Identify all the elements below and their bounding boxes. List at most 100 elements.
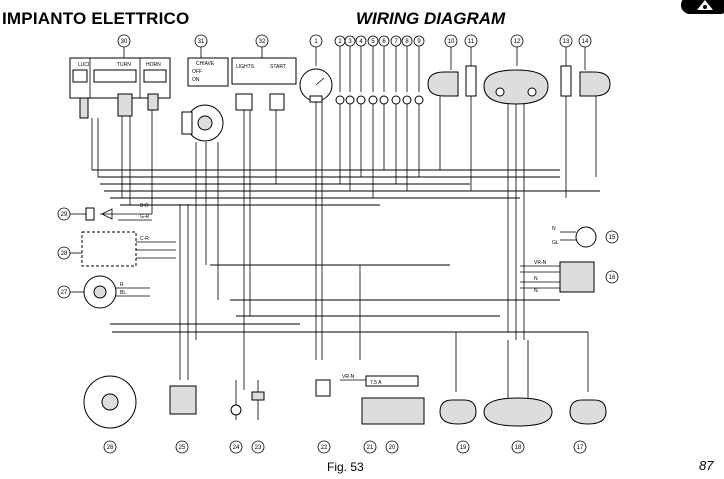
svg-text:N: N	[534, 276, 538, 282]
flywheel-26	[83, 375, 137, 429]
svg-text:ON: ON	[192, 77, 200, 83]
svg-text:N: N	[534, 288, 538, 294]
switch-22	[315, 379, 331, 397]
svg-text:LUCI: LUCI	[78, 62, 89, 68]
svg-text:6: 6	[382, 39, 386, 45]
bubble-12: 12	[510, 34, 524, 48]
svg-text:28: 28	[61, 251, 68, 257]
svg-text:29: 29	[61, 212, 68, 218]
svg-text:26: 26	[107, 445, 114, 451]
rear-turn-lamp-right-17	[569, 332, 607, 425]
svg-text:OFF: OFF	[192, 69, 202, 75]
svg-text:4: 4	[359, 39, 363, 45]
bubble-18: 18	[511, 440, 525, 454]
bubble-25: 25	[175, 440, 189, 454]
svg-text:2: 2	[338, 39, 342, 45]
svg-text:9: 9	[417, 39, 421, 45]
svg-text:N: N	[552, 226, 556, 232]
svg-text:25: 25	[179, 445, 186, 451]
rear-turn-lamp-left-19	[439, 332, 477, 425]
bubble-31: 31	[194, 34, 208, 48]
svg-text:30: 30	[121, 39, 128, 45]
bubble-7: 7	[390, 35, 402, 47]
svg-text:11: 11	[468, 39, 475, 45]
svg-text:C-R: C-R	[140, 236, 149, 242]
header-title-english: WIRING DIAGRAM	[356, 9, 506, 28]
bubble-14: 14	[578, 34, 592, 48]
alternator-27: R BL	[83, 275, 150, 309]
bubble-1: 1	[309, 34, 323, 48]
regulator-28: C-R	[81, 231, 176, 267]
svg-text:23: 23	[255, 445, 262, 451]
parking-lamp-11	[465, 65, 477, 97]
sensor-23	[251, 380, 265, 420]
figure-caption: Fig. 53	[327, 460, 364, 474]
lights-start-switch-32: LIGHTS START	[231, 57, 297, 111]
bubble-15: 15	[605, 230, 619, 244]
manufacturer-badge-icon	[681, 0, 724, 14]
bubble-30: 30	[117, 34, 131, 48]
bubble-9: 9	[413, 35, 425, 47]
component-bubbles-bottom: 26 25 24 23 22 21 20 19 18 17 15 16 29 2…	[57, 207, 619, 454]
diode-29: B-R G-R	[85, 203, 152, 221]
bubble-4: 4	[355, 35, 367, 47]
svg-text:G-R: G-R	[140, 214, 150, 220]
bubble-8: 8	[401, 35, 413, 47]
svg-text:7: 7	[394, 39, 398, 45]
tail-lamp-18	[483, 340, 553, 427]
svg-text:8: 8	[405, 39, 409, 45]
bubble-2: 2	[334, 35, 346, 47]
svg-text:16: 16	[609, 275, 616, 281]
bubble-13: 13	[559, 34, 573, 48]
header-title-italian: IMPIANTO ELETTRICO	[2, 9, 190, 28]
svg-text:10: 10	[448, 39, 455, 45]
svg-text:19: 19	[460, 445, 467, 451]
svg-text:15: 15	[609, 235, 616, 241]
page-number: 87	[699, 458, 714, 473]
component-bubbles-top: 30 31 32 1 2 3 4 5 6 7 8 9 10 11 12 13 1…	[117, 34, 592, 48]
battery-20	[361, 397, 425, 425]
svg-text:CHIAVE: CHIAVE	[196, 61, 215, 67]
bubble-19: 19	[456, 440, 470, 454]
harness-drops	[91, 96, 597, 390]
svg-text:21: 21	[367, 445, 374, 451]
harness-trunk	[92, 169, 600, 333]
bubble-6: 6	[378, 35, 390, 47]
svg-text:7.5 A: 7.5 A	[370, 380, 382, 386]
bubble-5: 5	[367, 35, 379, 47]
front-turn-lamp-right-14	[579, 71, 611, 97]
svg-text:32: 32	[259, 39, 266, 45]
bubble-27: 27	[57, 285, 71, 299]
bubble-17: 17	[573, 440, 587, 454]
bubble-23: 23	[251, 440, 265, 454]
svg-text:12: 12	[514, 39, 521, 45]
starter-relay-25	[169, 385, 197, 415]
bubble-22: 22	[317, 440, 331, 454]
svg-text:20: 20	[389, 445, 396, 451]
sensor-24	[230, 380, 242, 420]
bubble-32: 32	[255, 34, 269, 48]
parking-lamp-13	[560, 65, 572, 97]
leader-lines	[70, 46, 586, 293]
svg-text:VR-N: VR-N	[342, 374, 355, 380]
bubble-11: 11	[464, 34, 478, 48]
svg-text:VR-N: VR-N	[534, 260, 547, 266]
indicator-lamps	[335, 95, 424, 105]
svg-text:1: 1	[314, 39, 318, 45]
ignition-coil-16: VR-N N N	[520, 260, 595, 294]
svg-text:5: 5	[371, 39, 375, 45]
svg-text:14: 14	[582, 39, 589, 45]
svg-text:B-R: B-R	[140, 203, 149, 209]
svg-text:START: START	[270, 64, 286, 70]
svg-text:13: 13	[563, 39, 570, 45]
switch-block-30: LUCI TURN HORN	[69, 57, 171, 119]
bubble-29: 29	[57, 207, 71, 221]
svg-text:24: 24	[233, 445, 240, 451]
bubble-3: 3	[344, 35, 356, 47]
front-turn-lamp-left-10	[427, 71, 459, 97]
key-switch-31: CHIAVE OFF ON	[181, 57, 229, 142]
svg-text:LIGHTS: LIGHTS	[236, 64, 255, 70]
bubble-26: 26	[103, 440, 117, 454]
bubble-10: 10	[444, 34, 458, 48]
svg-text:3: 3	[348, 39, 352, 45]
